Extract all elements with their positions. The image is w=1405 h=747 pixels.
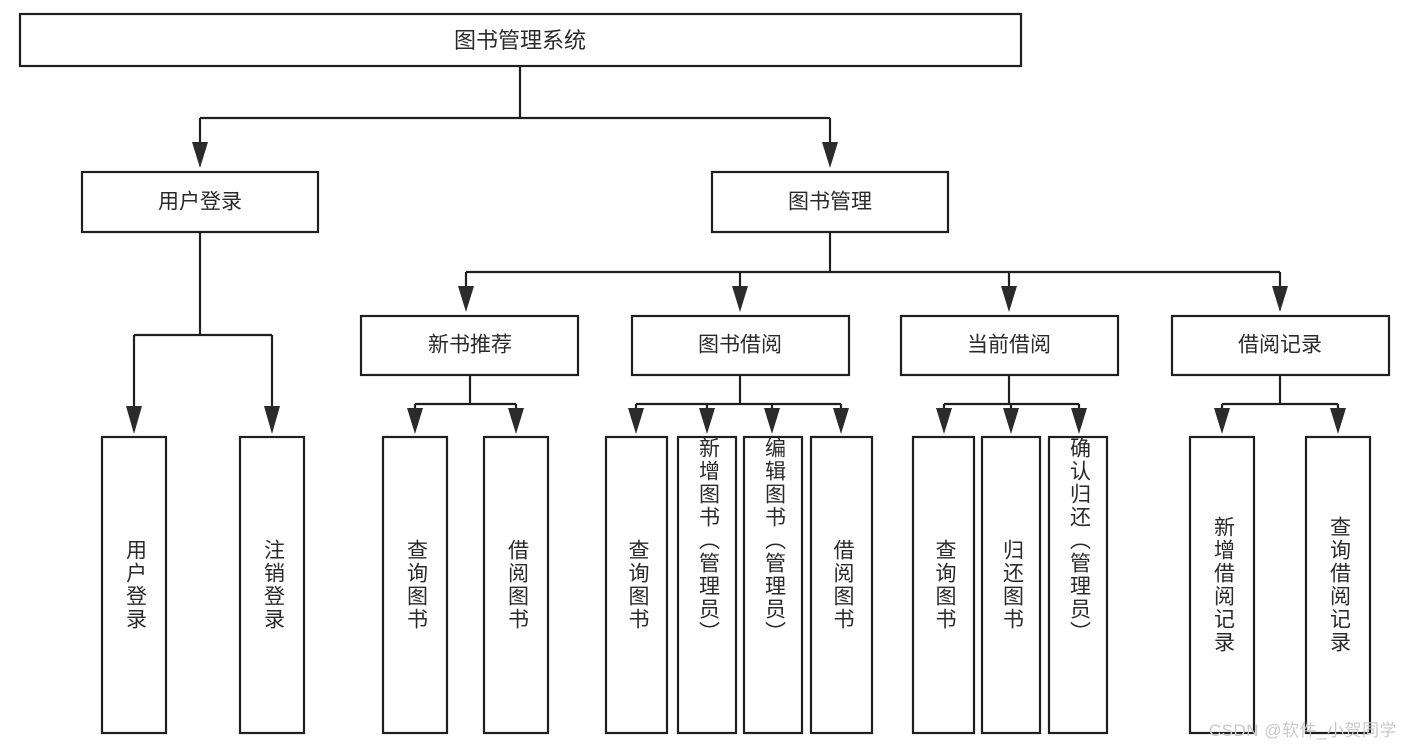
node-book-management-box[interactable]	[710, 170, 950, 234]
node-leaf-add-book-box[interactable]	[676, 435, 738, 735]
node-new-book-recommend-box[interactable]	[359, 314, 580, 377]
arrow-user-login-leaf-1	[126, 406, 142, 434]
node-root-label: 图书管理系统	[454, 28, 586, 53]
node-current-borrow-box[interactable]	[899, 314, 1120, 377]
node-borrow-record[interactable]: 借阅记录	[1170, 314, 1391, 377]
node-borrow-record-label: 借阅记录	[1238, 334, 1322, 357]
connector-group-user-login	[126, 232, 280, 434]
arrow-cb-leaf-2	[1003, 408, 1019, 434]
connector-group-current-borrow	[936, 375, 1087, 434]
node-book-borrow-box[interactable]	[630, 314, 851, 377]
arrow-user-login-leaf-2	[264, 406, 280, 434]
node-user-login-label: 用户登录	[158, 191, 242, 214]
connector-group-book-borrow	[628, 375, 849, 434]
arrow-bm-to-borrow-record	[1272, 286, 1288, 312]
leaf-box-group	[100, 435, 1372, 735]
node-leaf-edit-book-box[interactable]	[742, 435, 804, 735]
node-leaf-query-book-2-box[interactable]	[604, 435, 669, 735]
connector-group-book-management	[458, 232, 1288, 312]
node-leaf-user-login-box[interactable]	[100, 435, 168, 735]
node-book-borrow-label: 图书借阅	[698, 334, 782, 357]
arrow-br-leaf-1	[1214, 408, 1230, 434]
arrow-bb-leaf-2	[699, 408, 715, 434]
csdn-watermark: CSDN @软件_小贺同学	[1208, 721, 1397, 740]
node-book-management-label: 图书管理	[788, 191, 872, 214]
node-leaf-confirm-return-box[interactable]	[1047, 435, 1109, 735]
node-current-borrow-label: 当前借阅	[967, 334, 1051, 357]
node-root-box[interactable]	[18, 12, 1023, 68]
node-borrow-record-box[interactable]	[1170, 314, 1391, 377]
node-book-management[interactable]: 图书管理	[710, 170, 950, 234]
node-leaf-return-book-box[interactable]	[980, 435, 1042, 735]
arrow-bm-to-current-borrow	[1001, 286, 1017, 312]
connector-group-new-book-recommend	[407, 375, 524, 434]
node-leaf-query-record-box[interactable]	[1304, 435, 1372, 735]
node-new-book-recommend-label: 新书推荐	[428, 334, 512, 357]
node-leaf-query-book-3-box[interactable]	[911, 435, 976, 735]
arrow-bm-to-new-book-recommend	[458, 286, 474, 312]
arrow-root-to-book-management	[822, 142, 838, 168]
arrow-nbr-leaf-1	[407, 408, 423, 434]
connector-group-borrow-record	[1214, 375, 1346, 434]
node-leaf-query-book-1-box[interactable]	[381, 435, 449, 735]
node-book-borrow[interactable]: 图书借阅	[630, 314, 851, 377]
arrow-root-to-user-login	[192, 142, 208, 168]
arrow-bb-leaf-4	[833, 408, 849, 434]
node-leaf-add-record-box[interactable]	[1188, 435, 1256, 735]
arrow-cb-leaf-1	[936, 408, 952, 434]
arrow-bm-to-book-borrow	[732, 286, 748, 312]
arrow-bb-leaf-1	[628, 408, 644, 434]
node-user-login[interactable]: 用户登录	[80, 170, 320, 234]
connector-group-root	[192, 66, 838, 168]
node-leaf-borrow-book-2-box[interactable]	[809, 435, 874, 735]
node-root[interactable]: 图书管理系统	[18, 12, 1023, 68]
node-current-borrow[interactable]: 当前借阅	[899, 314, 1120, 377]
arrow-br-leaf-2	[1330, 408, 1346, 434]
node-user-login-box[interactable]	[80, 170, 320, 234]
arrow-cb-leaf-3	[1071, 408, 1087, 434]
arrow-nbr-leaf-2	[508, 408, 524, 434]
node-new-book-recommend[interactable]: 新书推荐	[359, 314, 580, 377]
arrow-bb-leaf-3	[764, 408, 780, 434]
node-leaf-logout-login-box[interactable]	[238, 435, 306, 735]
node-leaf-borrow-book-1-box[interactable]	[482, 435, 550, 735]
